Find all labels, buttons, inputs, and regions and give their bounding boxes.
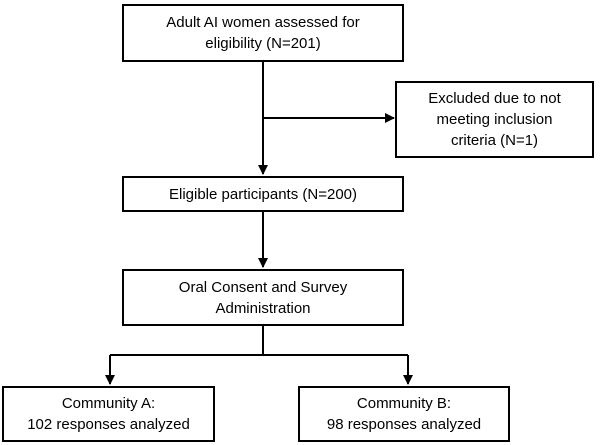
consent-line-1: Oral Consent and Survey — [178, 278, 348, 296]
community-b-line-2: 98 responses analyzed — [326, 416, 482, 433]
excluded-line-3: criteria (N=1) — [450, 132, 539, 149]
community-b-line-1: Community B: — [356, 395, 452, 412]
community-a-line-2: 102 responses analyzed — [27, 416, 190, 433]
consent-box: Oral Consent and Survey Administration — [122, 269, 404, 326]
community-b-box: Community B: 98 responses analyzed — [298, 386, 510, 442]
assessed-box: Adult AI women assessed for eligibility … — [122, 4, 404, 62]
consent-line-2: Administration — [215, 299, 311, 317]
community-a-line-1: Community A: — [61, 395, 156, 412]
assessed-line-2: eligibility (N=201) — [205, 35, 321, 52]
excluded-box: Excluded due to not meeting inclusion cr… — [395, 81, 594, 158]
excluded-line-2: meeting inclusion — [436, 111, 553, 128]
eligible-box: Eligible participants (N=200) — [122, 176, 404, 212]
eligible-line-1: Eligible participants (N=200) — [168, 185, 357, 203]
community-a-box: Community A: 102 responses analyzed — [2, 386, 215, 442]
excluded-line-1: Excluded due to not — [428, 90, 561, 107]
assessed-line-1: Adult AI women assessed for — [166, 14, 360, 31]
